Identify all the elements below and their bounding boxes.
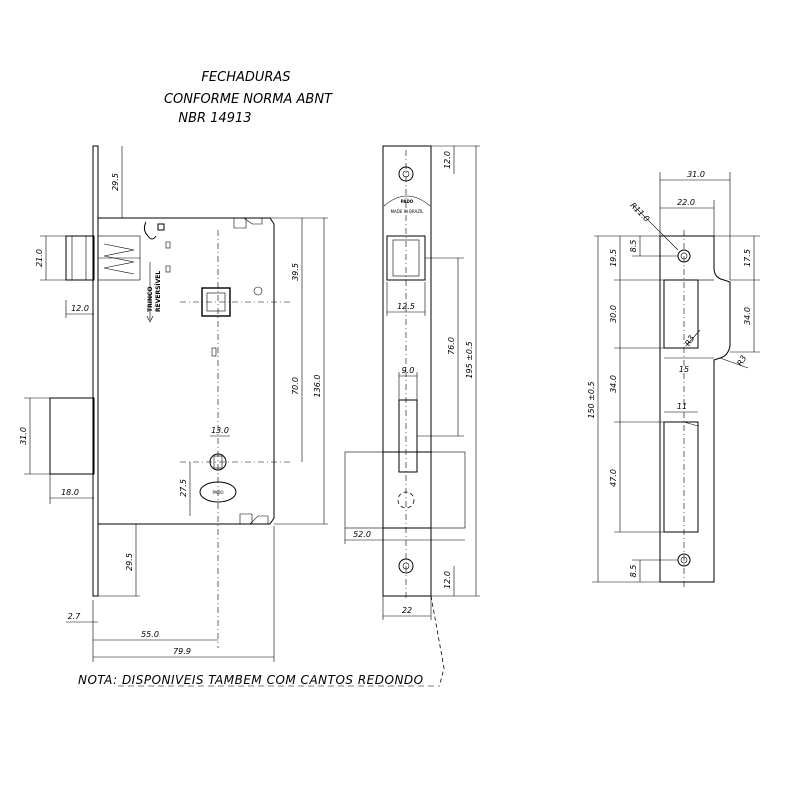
front-view: TRINCO REVERSÍVEL PADO 29.5 21.0 12.0 xyxy=(19,145,328,662)
dim-strike-length: 150 ±0.5 xyxy=(587,381,596,418)
dim-faceplate-thickness: 2.7 xyxy=(68,612,82,621)
lock-case xyxy=(98,217,275,525)
note-text: NOTA: DISPONIVEIS TAMBEM COM CANTOS REDO… xyxy=(78,673,424,687)
label-reversivel: REVERSÍVEL xyxy=(154,271,162,312)
dim-latch-height: 21.0 xyxy=(35,249,44,267)
faceplate xyxy=(92,145,99,597)
dim-bolt-width: 9.0 xyxy=(402,366,415,375)
dim-strike-width: 31.0 xyxy=(687,170,705,179)
made-in-label: MADE IN BRAZIL xyxy=(391,209,425,214)
dim-handle-to-cylinder: 70.0 xyxy=(291,377,300,395)
latch-symbol-box xyxy=(157,223,165,231)
dim-handle-to-top: 39.5 xyxy=(291,263,300,281)
case-tab-top xyxy=(233,217,263,229)
dim-faceplate-length: 195 ±0.5 xyxy=(465,341,474,378)
dim-strike-latch-opening: 30.0 xyxy=(609,305,618,323)
dim-bottom-offset: 29.5 xyxy=(125,553,134,571)
dim-screw-bottom: 12.0 xyxy=(443,571,452,589)
dim-backset: 55.0 xyxy=(141,630,159,639)
case-tab-bottom xyxy=(239,513,269,525)
dim-strike-hole-top: 8.5 xyxy=(629,240,638,253)
strike-latch-opening xyxy=(663,279,699,349)
dim-strike-opening-depth: 15 xyxy=(679,365,689,374)
dim-strike-hole-bottom: 8.5 xyxy=(629,565,638,578)
dim-strike-bolt-width: 11 xyxy=(677,402,687,411)
dim-cylinder-height: 27.5 xyxy=(179,479,188,497)
case-screw xyxy=(253,286,263,296)
dim-strike-lip-offset: 17.5 xyxy=(743,249,752,267)
dim-latch-to-bolt: 76.0 xyxy=(447,337,456,355)
title-line-3: NBR 14913 xyxy=(178,111,251,126)
strike-outline xyxy=(659,235,731,583)
dim-deadbolt-projection: 18.0 xyxy=(61,488,79,497)
dim-case-height: 136.0 xyxy=(313,375,322,398)
dim-strike-lip-height: 34.0 xyxy=(743,307,752,325)
side-faceplate xyxy=(382,145,432,597)
dim-strike-radius-large: R11.0 xyxy=(628,201,651,224)
note-leader xyxy=(430,595,445,685)
label-trinco: TRINCO xyxy=(147,287,154,312)
side-view: PADO MADE IN BRAZIL 12.0 12.5 76.0 195 ±… xyxy=(344,145,480,685)
latch-spring xyxy=(103,243,135,275)
dim-faceplate-width: 22 xyxy=(402,606,412,615)
dim-top-offset: 29.5 xyxy=(111,173,120,191)
title-line-2: CONFORME NORMA ABNT xyxy=(164,92,333,107)
dim-strike-top-offset: 19.5 xyxy=(609,249,618,267)
dim-deadbolt-height: 31.0 xyxy=(19,427,28,445)
dim-strike-bolt-opening: 47.0 xyxy=(609,469,618,487)
latch-bolt xyxy=(65,235,95,281)
dim-strike-spacing: 34.0 xyxy=(609,375,618,393)
brand-label: PADO xyxy=(401,199,414,204)
dim-latch-projection: 12.0 xyxy=(71,304,89,313)
strike-bolt-opening xyxy=(663,421,699,533)
latch-symbol xyxy=(143,221,157,240)
dim-strike-inner-width: 22.0 xyxy=(677,198,695,207)
dim-overall-width: 79.9 xyxy=(173,647,191,656)
strike-plate: 31.0 22.0 R11.0 8.5 19.5 17.5 30.0 34.0 … xyxy=(587,170,760,590)
dim-latch-width: 12.5 xyxy=(397,302,415,311)
deadbolt xyxy=(49,397,95,475)
brand-arc xyxy=(383,195,431,207)
dim-screw-top: 12.0 xyxy=(443,151,452,169)
dim-strike-radius-b: R3 xyxy=(735,354,748,368)
dim-cylinder-width: 13.0 xyxy=(211,426,229,435)
title-line-1: FECHADURAS xyxy=(201,70,290,85)
dim-case-depth: 52.0 xyxy=(353,530,371,539)
